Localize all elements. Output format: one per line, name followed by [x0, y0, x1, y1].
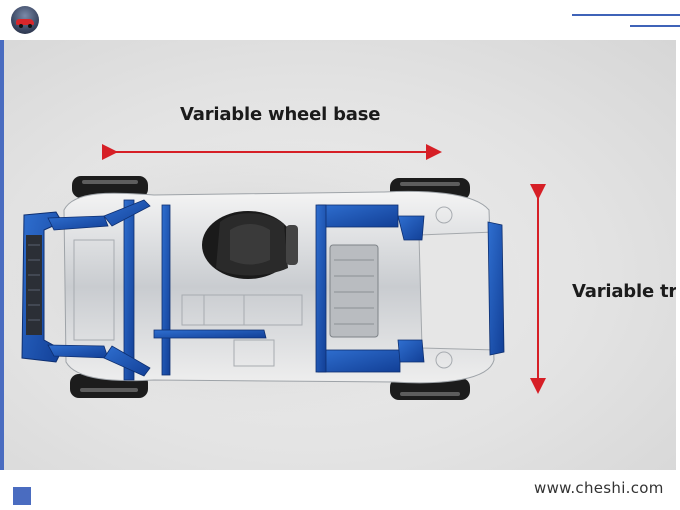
- website-watermark[interactable]: www.cheshi.com: [534, 479, 664, 497]
- blue-frame-members: [47, 199, 505, 381]
- cheshi-car-logo-icon[interactable]: [11, 6, 39, 34]
- wheel-base-caption: Variable wheel base: [180, 104, 381, 125]
- header-decor-line-long: [572, 14, 680, 16]
- floor-details: [73, 206, 453, 369]
- chassis-photo: Variable wheel base Variable tra: [4, 40, 676, 470]
- header-decor-line-short: [630, 25, 680, 27]
- driver-seat: [202, 211, 298, 279]
- footer-accent-square: [13, 487, 31, 505]
- rear-cavity: [418, 231, 497, 351]
- chassis-illustration: [4, 140, 546, 420]
- footer-bar: www.cheshi.com: [0, 470, 680, 510]
- logo-car-shape: [16, 19, 34, 25]
- left-accent-rule: [0, 40, 4, 470]
- battery-pack: [329, 244, 379, 338]
- header-bar: [0, 0, 680, 40]
- track-caption: Variable tra: [572, 281, 676, 302]
- logo-wheel-rear: [28, 24, 32, 28]
- logo-wheel-front: [19, 24, 23, 28]
